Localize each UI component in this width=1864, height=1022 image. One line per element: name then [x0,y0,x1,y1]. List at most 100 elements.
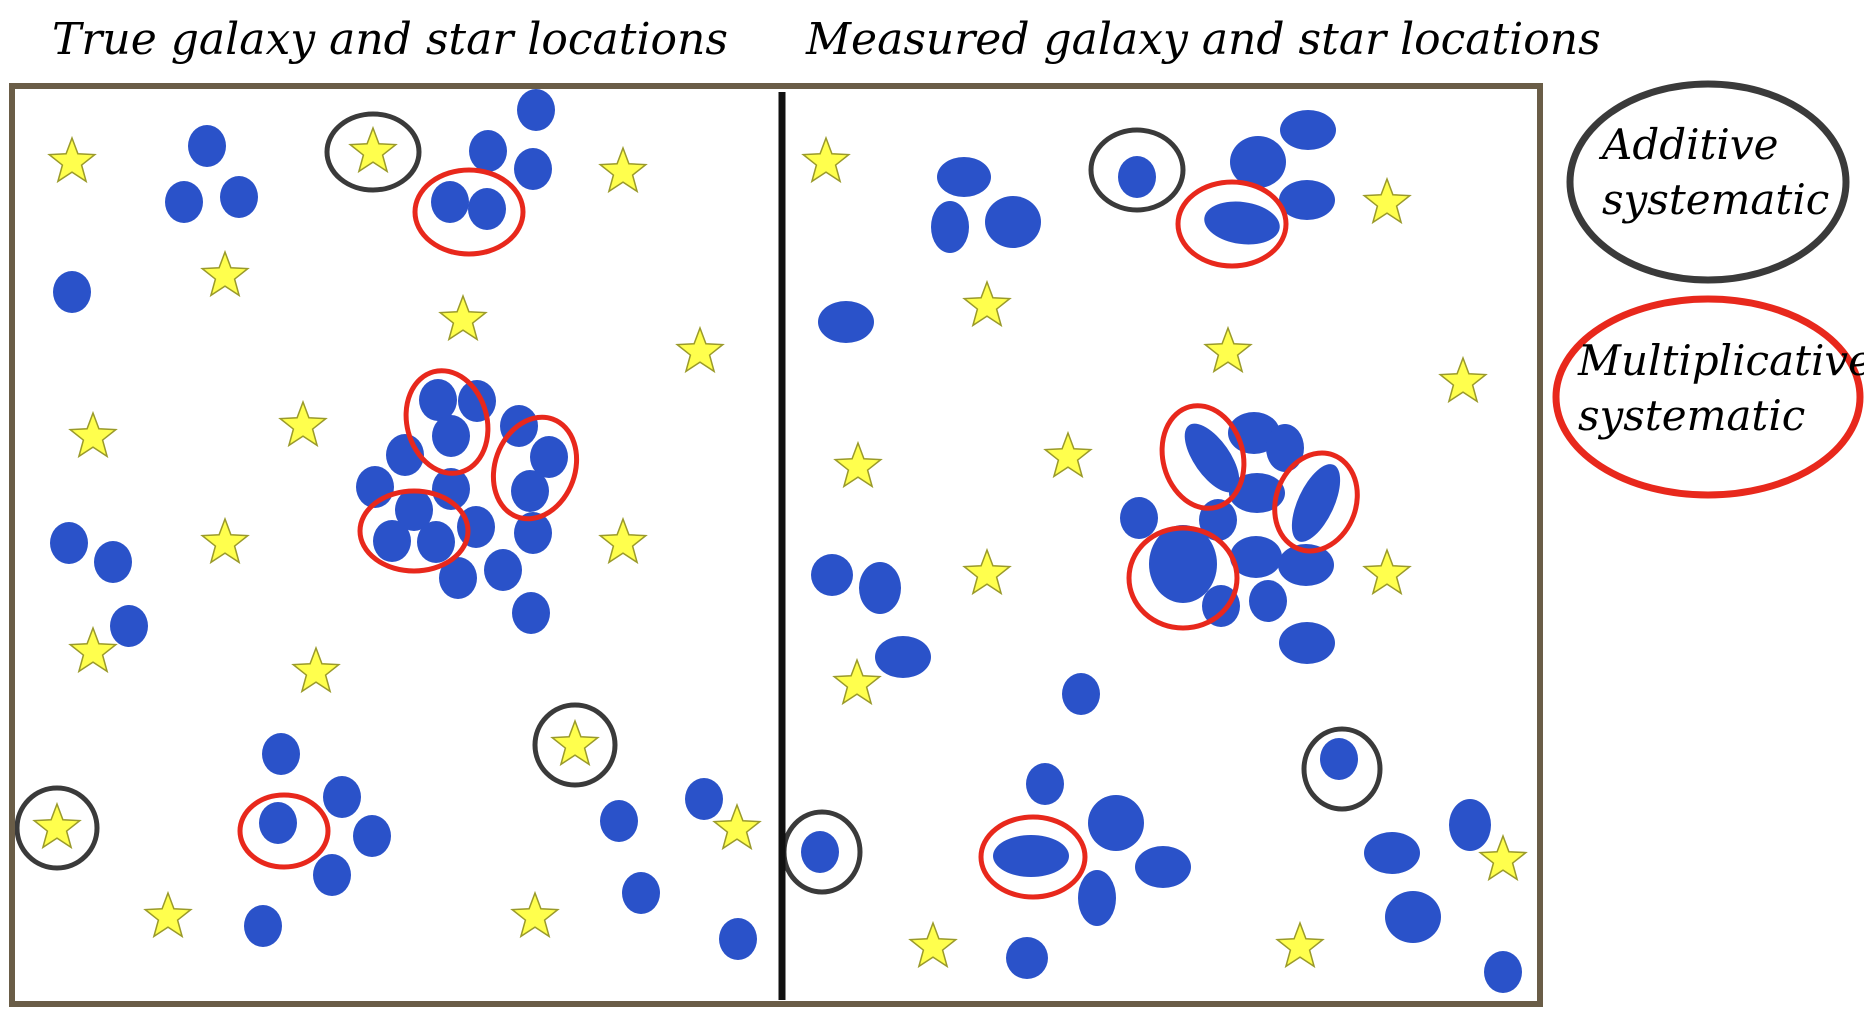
galaxy-blob [1320,738,1358,780]
additive-label-line2: systematic [1602,174,1830,224]
galaxy-blob [244,905,282,947]
multiplicative-systematic-ring [978,814,1088,900]
galaxy-blob [600,800,638,842]
galaxy-blob [622,872,660,914]
galaxy-blob [514,512,552,554]
galaxy-blob [53,271,91,313]
galaxy-blob [1249,580,1287,622]
multiplicative-systematic-ring [1272,450,1360,554]
star-icon [801,135,851,184]
additive-legend-ring [1566,80,1850,284]
diagram-frame [9,83,1543,1007]
star-icon [712,802,762,851]
galaxy-blob [1120,497,1158,539]
star-icon [438,293,488,342]
additive-label-line1: Additive [1602,120,1779,169]
galaxy-blob [512,592,550,634]
galaxy-blob [514,148,552,190]
galaxy-blob [530,436,568,478]
star-icon [1203,325,1253,374]
galaxy-blob [719,918,757,960]
star-icon [32,801,82,850]
galaxy-blob [259,802,297,844]
multiplicative-systematic-ring [412,167,526,257]
star-icon [550,718,600,767]
galaxy-blob [685,778,723,820]
galaxy-blob [811,554,853,596]
galaxy-blob [469,130,507,172]
galaxy-blob [818,301,874,343]
multiplicative-systematic-ring [1159,403,1247,511]
star-icon [1275,920,1325,969]
multiplicative-systematic-ring [403,368,491,476]
multiplicative-legend-ring [1552,295,1864,499]
galaxy-blob [1006,937,1048,979]
galaxy-blob [1202,585,1240,627]
galaxy-blob [1230,536,1282,578]
galaxy-blob [1484,951,1522,993]
left-panel-title: True galaxy and star locations [52,14,728,65]
galaxy-blob [458,380,496,422]
star-icon [348,125,398,174]
galaxy-blob [511,470,549,512]
star-icon [962,279,1012,328]
star-icon [68,410,118,459]
galaxy-blob [875,636,931,678]
star-icon [1362,547,1412,596]
galaxy-blob [1149,525,1217,603]
galaxy-blob [859,562,901,614]
star-icon [291,645,341,694]
galaxy-blob [517,89,555,131]
star-icon [1043,430,1093,479]
additive-systematic-ring [1088,127,1186,213]
galaxy-blob [395,489,433,531]
star-icon [1478,833,1528,882]
multiplicative-systematic-ring [1175,179,1289,269]
galaxy-blob [417,521,455,563]
additive-legend-label: Additive systematic [1602,118,1829,227]
galaxy-blob [1385,891,1441,943]
systematic-rings-layer [14,111,1383,900]
galaxy-blob [937,157,991,197]
galaxy-blob [188,125,226,167]
star-icon [200,516,250,565]
additive-systematic-ring [1301,726,1383,812]
multiplicative-label-line1: Multiplicative [1578,336,1864,385]
galaxy-blob [432,468,470,510]
galaxy-blob [1135,846,1191,888]
star-icon [598,145,648,194]
galaxy-blob [431,181,469,223]
multiplicative-legend-label: Multiplicative systematic [1578,334,1864,443]
multiplicative-systematic-ring [237,792,331,870]
star-icon [1438,355,1488,404]
galaxy-blob [1026,763,1064,805]
star-icon [200,249,250,298]
galaxy-blob [1279,180,1335,220]
galaxy-blob [985,196,1041,248]
multiplicative-label-line2: systematic [1578,390,1806,440]
galaxy-blob [1062,673,1100,715]
multiplicative-systematic-ring [490,414,580,522]
galaxy-blob [1279,622,1335,664]
additive-systematic-ring [324,111,422,193]
star-icon [68,625,118,674]
galaxy-blob [931,201,969,253]
additive-systematic-ring [14,785,100,871]
galaxy-blob [323,776,361,818]
stars-layer [32,125,1528,969]
right-panel-title: Measured galaxy and star locations [806,14,1601,65]
multiplicative-systematic-ring [1126,525,1240,631]
galaxy-blob [419,379,457,421]
star-icon [962,547,1012,596]
star-icon [832,657,882,706]
star-icon [143,890,193,939]
galaxy-blob [165,181,203,223]
galaxy-blob [468,188,506,230]
galaxy-blob [50,522,88,564]
galaxy-blob [1266,424,1304,472]
additive-systematic-ring [532,702,618,788]
galaxy-blob [373,520,411,562]
star-icon [675,325,725,374]
galaxy-blob [1278,544,1334,586]
